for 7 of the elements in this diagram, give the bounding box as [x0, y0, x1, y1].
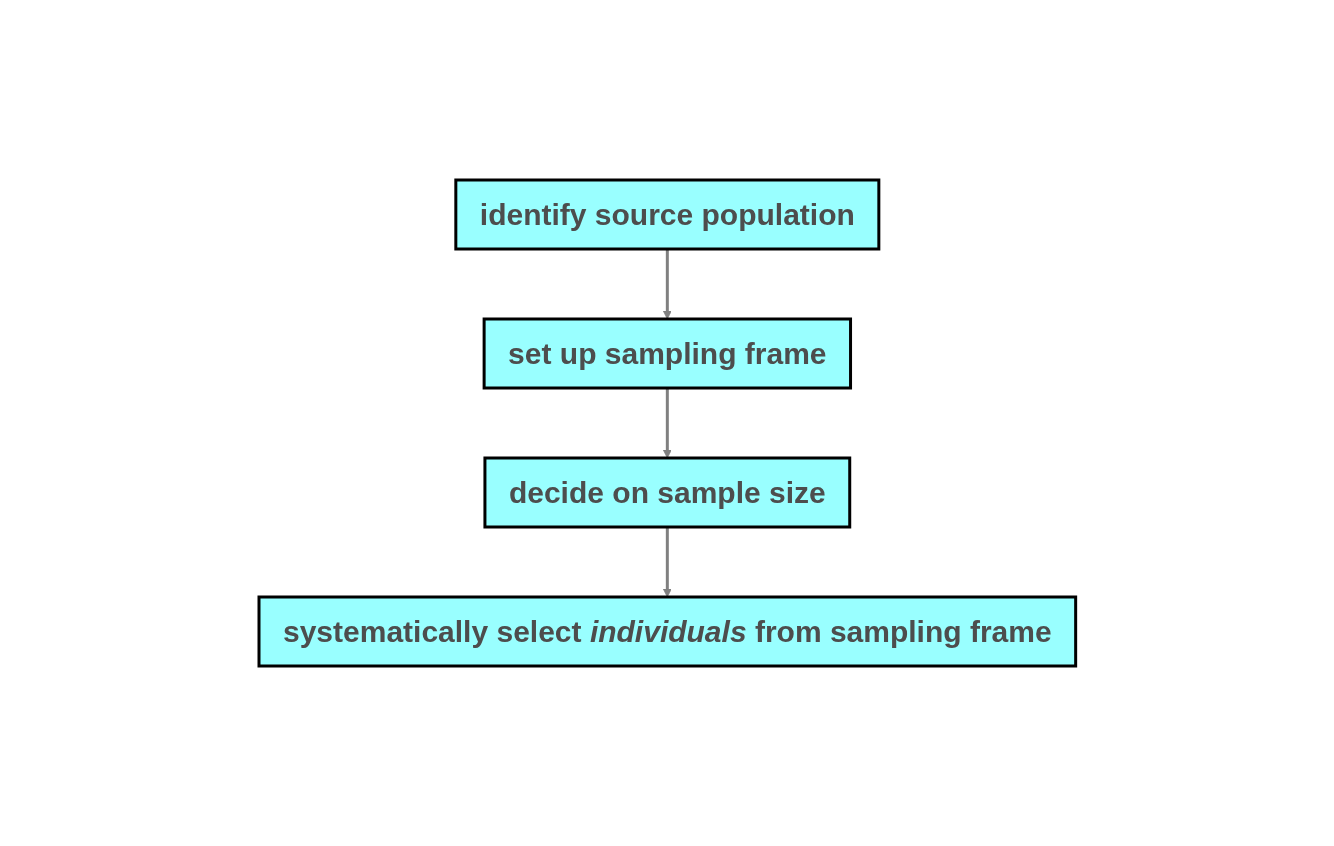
node-box: systematically select individuals from sampling frame [257, 595, 1077, 668]
node-box: identify source population [454, 178, 880, 251]
arrow [662, 388, 672, 459]
arrow [662, 249, 672, 320]
node-box: decide on sample size [483, 456, 851, 529]
node-box: set up sampling frame [482, 317, 852, 390]
arrow [662, 527, 672, 598]
